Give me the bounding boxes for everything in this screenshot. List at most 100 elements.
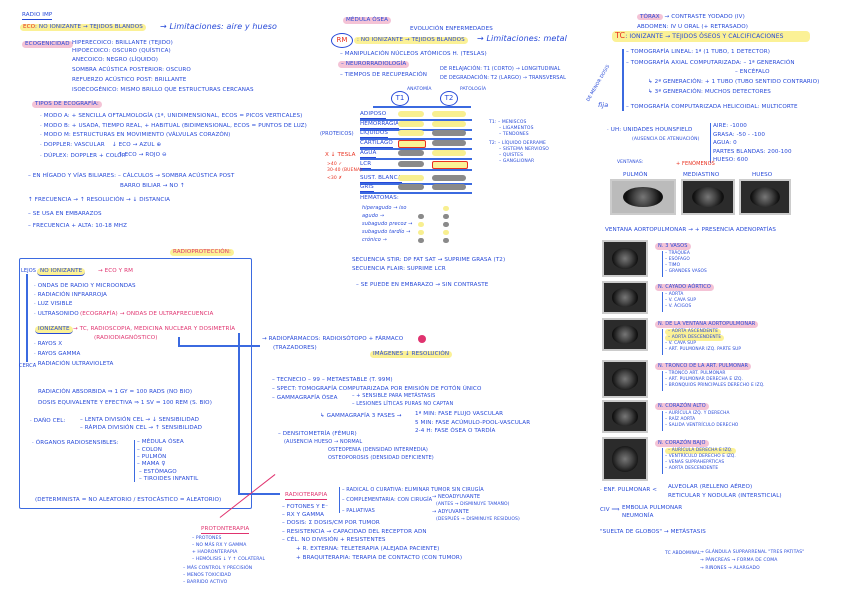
embarazo-note: – Se usa en embarazos — [28, 211, 102, 217]
radioterapia-item: – resistencia → capacidad del receptor A… — [282, 529, 427, 535]
ct-slice-item: – aurícula derecha e izq. — [665, 448, 736, 454]
ct-slice-item: – aorta ascendente — [665, 329, 722, 335]
ultrasonido-note: (Ecografía) → ondas de ultrafrecuencia — [80, 311, 214, 317]
tc-gen3: ↳ 3ª generación: muchos detectores — [648, 89, 771, 95]
protonterapia-item: – más control y precisión — [183, 566, 253, 571]
fases-label: ↳ Gammagrafía 3 fases → — [320, 413, 402, 419]
uh-value: grasa: -50 - -100 — [713, 132, 765, 138]
tesla-note: x ↓ Tesla — [325, 152, 356, 158]
tipo-item: · Dúplex: doppler + color — [40, 153, 126, 159]
table-rule — [360, 183, 472, 185]
neuro-label: – Neurorradiología — [338, 61, 410, 68]
no-ionizante-item: · Ondas de radio y microondas — [34, 283, 136, 289]
radiodiagnostico-note: (Radiodiagnóstico) — [94, 335, 158, 341]
ecogenicidad-item: Hiperecoico: brillante (tejido) — [72, 40, 173, 46]
rm-row-label: Hemorragia — [360, 121, 400, 129]
ct-slice-image — [602, 318, 648, 351]
protonterapia-item: + hadronterapia — [192, 550, 238, 555]
uh-sub: (ausencia de atenuación) — [632, 137, 700, 142]
uh-label: · UH: Unidades Hounsfield — [607, 127, 693, 133]
uh-value: agua: 0 — [713, 140, 737, 146]
protonterapia-title: Protonterapia — [201, 526, 250, 534]
protonterapia-item: – no más RX y gamma — [192, 543, 247, 548]
gammagrafia-item: – lesiones líticas puras no captan — [352, 401, 454, 407]
protonterapia-item: – barrido activo — [183, 580, 228, 585]
hematoma-signal — [443, 222, 449, 227]
cerca-label: cerca — [19, 363, 37, 369]
hematoma-signal — [443, 238, 449, 243]
hematoma-item: subagudo tardío → — [362, 229, 411, 235]
organos-label: · Órganos radiosensibles: — [32, 440, 119, 446]
ct-slice-item: – venas suprahepáticas — [665, 460, 725, 465]
doppler-item: ↓ eco → azul ⊕ — [112, 142, 162, 148]
eco-heading: ECO: no ionizante → tejidos blandos — [20, 24, 146, 31]
t2-list-item: – sistema nervioso — [499, 147, 549, 152]
adyuvante-note: (después → disminuye residuos) — [436, 517, 520, 522]
ct-slice-item: – aorta descendente — [665, 466, 719, 471]
radioterapia-tipo: – Complementaria: con cirugía — [342, 497, 433, 503]
ct-slice-bracket — [662, 371, 663, 391]
radioterapia-item: – RX y gamma — [282, 512, 325, 518]
rm-signal-cell — [432, 175, 466, 181]
rm-signal-cell — [398, 140, 426, 148]
lejos-cerca-arrow — [26, 274, 28, 362]
radioproteccion-box — [19, 258, 252, 509]
hematoma-item: hiperagudo → iso — [362, 205, 407, 211]
hematoma-signal — [443, 214, 449, 219]
ecogenicidad-item: Refuerzo acústico post: brillante — [72, 77, 187, 83]
hematoma-signal — [418, 238, 424, 243]
page-title: Radio imp — [22, 12, 53, 20]
neoadyuvante-note: (antes → disminuye tamaño) — [436, 502, 510, 507]
radioterapia-bracket — [339, 487, 340, 513]
t1-list-item: T1: – meniscos — [489, 120, 527, 125]
table-rule — [373, 106, 471, 108]
ct-slice-item: – aorta descendente — [665, 335, 725, 341]
organo-item: – estómago — [139, 469, 177, 475]
suelta-globos-note: "Suelta de globos" → metástasis — [600, 529, 706, 535]
manipulacion-note: – Manipulación núcleos atómicos H. (Tesl… — [340, 51, 487, 57]
rm-signal-cell — [398, 161, 424, 167]
ionizante-item: · Rayos gamma — [34, 351, 81, 357]
eco-label: ECO — [23, 24, 36, 30]
neoadyuvante: → Neoadyuvante — [432, 494, 481, 500]
dano-label: · Daño cel: — [30, 418, 66, 424]
ct-slice-item: – art. pulmonar izq. parte sup — [665, 347, 742, 352]
frecuencia-note: ↑ Frecuencia → ↑ resolución → ↓ distanci… — [28, 197, 171, 203]
hematoma-signal — [418, 214, 424, 219]
ct-slice-item: – grandes vasos — [665, 269, 707, 274]
eco-limitations: → Limitaciones: aire y hueso — [160, 22, 277, 31]
ct-slice-image — [602, 400, 648, 433]
hematomas-label: Hematomas: — [360, 195, 399, 201]
table-rule — [360, 138, 472, 140]
rm-row-label: Líquidos — [360, 130, 388, 138]
spect-note: – SPECT: tomografía computarizada por em… — [272, 386, 482, 392]
dano-item: – lenta división cel → ↓ sensibilidad — [80, 417, 200, 423]
rm-signal-cell — [398, 184, 424, 190]
ecogenicidad-label: Ecogenicidad — [22, 41, 73, 48]
ct-slice-bracket — [662, 411, 663, 431]
ct-slice-image — [602, 437, 648, 481]
rm-row-label: Adiposo — [360, 111, 387, 119]
enf-item: Alveolar (relleno aéreo) — [668, 484, 753, 490]
organo-item: – médula ósea — [137, 439, 184, 445]
ionizante-label: Ionizante — [35, 326, 73, 334]
tc-encefalo: – encéfalo — [735, 69, 770, 75]
higado-note: – En hígado y vías biliares: – cálculos … — [28, 173, 235, 179]
ct-slice-title: N. 3 vasos — [655, 243, 691, 250]
ct-slice-image — [602, 360, 648, 398]
ct-slice-item: – V. cava sup — [665, 298, 697, 303]
radioterapia-tipo: – Paliativas — [342, 508, 375, 514]
protonterapia-item: – hemólisis ↓ y ↑ colateral — [192, 557, 266, 562]
uh-value: partes blandas: 200-100 — [713, 149, 792, 155]
ct-slice-image — [602, 240, 648, 277]
gammagrafia-label: – Gammagrafía ósea — [272, 395, 338, 401]
civ-item: Embolia pulmonar — [622, 505, 683, 511]
rm-signal-cell — [398, 150, 424, 156]
tesla-note: >40 ✓ — [327, 162, 343, 167]
lejos-label: lejos — [21, 268, 37, 274]
no-ionizante-item: · Radiación infrarroja — [34, 292, 107, 298]
tipo-item: · Modo M: estructuras en movimiento (vál… — [40, 132, 231, 138]
ct-slice-title: N. cayado aórtico — [655, 284, 714, 291]
no-ionizante-item: · Luz visible — [34, 301, 73, 307]
window-label: Pulmón — [623, 172, 648, 178]
